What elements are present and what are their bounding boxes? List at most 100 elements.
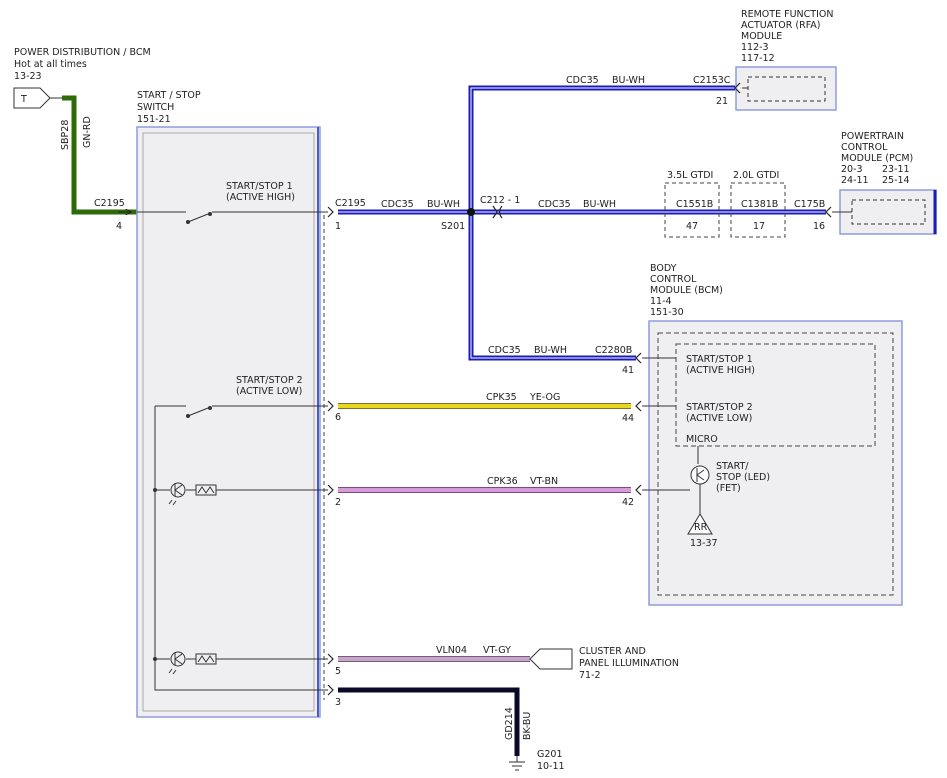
switch-led-2	[155, 651, 328, 675]
inline-connector-c212: C212 - 1	[480, 195, 520, 219]
svg-text:START / STOP: START / STOP	[137, 90, 201, 101]
pcm-option-35l: 3.5L GTDI C1551B 47	[664, 170, 720, 238]
svg-text:151-30: 151-30	[650, 307, 684, 318]
svg-text:(ACTIVE HIGH): (ACTIVE HIGH)	[686, 365, 755, 376]
switch-led-1	[155, 482, 328, 506]
switch-pin-1: 1	[335, 221, 341, 232]
svg-text:(ACTIVE HIGH): (ACTIVE HIGH)	[226, 192, 295, 203]
svg-text:CPK36: CPK36	[487, 476, 518, 487]
rfa-pin-label: 21	[716, 96, 728, 107]
switch-pin-5: 5	[335, 666, 341, 677]
cluster-connector	[529, 648, 573, 670]
wire-sbp28-color: GN-RD	[82, 116, 93, 148]
power-connector-label: C2195	[94, 198, 125, 209]
svg-text:151-21: 151-21	[137, 114, 171, 125]
start-stop-switch-label: START / STOP SWITCH 151-21	[137, 90, 201, 125]
pcm-pin-label: 16	[813, 221, 825, 232]
wire-cdc35-rfa-circuit: CDC35	[566, 75, 599, 86]
svg-text:C212 - 1: C212 - 1	[480, 195, 520, 206]
svg-text:YE-OG: YE-OG	[529, 392, 560, 403]
svg-text:VT-GY: VT-GY	[483, 645, 511, 656]
power-source-label: POWER DISTRIBUTION / BCM Hot at all time…	[14, 47, 151, 82]
wire-cpk35: CPK35 YE-OG	[338, 392, 631, 409]
svg-text:START/STOP 1: START/STOP 1	[226, 181, 293, 192]
wire-cdc35-pcm-circuit: CDC35	[538, 199, 571, 210]
svg-text:(ACTIVE LOW): (ACTIVE LOW)	[686, 413, 752, 424]
wire-cdc35-circuit: CDC35	[381, 199, 414, 210]
ground-label: G201 10-11	[537, 749, 565, 772]
svg-text:47: 47	[686, 221, 698, 232]
svg-text:10-11: 10-11	[537, 761, 565, 772]
svg-text:CLUSTER AND: CLUSTER AND	[579, 646, 646, 657]
svg-text:20-3: 20-3	[841, 164, 863, 175]
svg-text:112-3: 112-3	[741, 42, 769, 53]
svg-text:RR: RR	[694, 522, 708, 533]
svg-text:SWITCH: SWITCH	[137, 102, 174, 113]
svg-text:2.0L GTDI: 2.0L GTDI	[733, 170, 779, 181]
svg-text:START/STOP 2: START/STOP 2	[686, 402, 753, 413]
svg-text:3.5L GTDI: 3.5L GTDI	[667, 170, 713, 181]
pcm-connector-label: C175B	[794, 199, 825, 210]
bcm-pin-42: 42	[622, 497, 634, 508]
svg-text:CONTROL: CONTROL	[841, 142, 888, 153]
svg-text:START/STOP 2: START/STOP 2	[236, 375, 303, 386]
svg-text:T: T	[20, 94, 27, 105]
bcm-micro-label: MICRO	[686, 434, 718, 445]
wire-vln04: VLN04 VT-GY	[338, 645, 530, 662]
svg-text:(FET): (FET)	[716, 483, 741, 494]
svg-text:REMOTE FUNCTION: REMOTE FUNCTION	[741, 9, 833, 20]
switch-internal-ground-bus	[154, 406, 328, 691]
power-terminal: T	[13, 87, 62, 109]
cluster-label: CLUSTER AND PANEL ILLUMINATION 71-2	[579, 646, 679, 681]
svg-text:C1381B: C1381B	[741, 199, 778, 210]
wire-cdc35-bcm-circuit: CDC35	[488, 345, 521, 356]
svg-text:13-23: 13-23	[14, 71, 42, 82]
svg-text:START/: START/	[716, 461, 749, 472]
bcm-pin-41: 41	[622, 365, 634, 376]
switch-pin-6: 6	[335, 412, 341, 423]
svg-text:71-2: 71-2	[579, 670, 601, 681]
switch-pin-3: 3	[335, 697, 341, 708]
svg-text:VLN04: VLN04	[436, 645, 467, 656]
wire-gd214	[338, 687, 520, 756]
svg-text:13-37: 13-37	[690, 538, 718, 549]
bcm-connector-label: C2280B	[595, 345, 632, 356]
rfa-module	[735, 66, 837, 111]
splice-label: S201	[441, 221, 465, 232]
svg-text:START/STOP 1: START/STOP 1	[686, 354, 753, 365]
switch-connector-label: C2195	[335, 198, 366, 209]
wire-cdc35-color: BU-WH	[427, 199, 460, 210]
svg-text:(ACTIVE LOW): (ACTIVE LOW)	[236, 386, 302, 397]
svg-text:STOP (LED): STOP (LED)	[716, 472, 770, 483]
bcm-led-fet: START/ STOP (LED) (FET)	[690, 446, 770, 518]
wire-cdc35	[338, 85, 826, 361]
svg-text:G201: G201	[537, 749, 563, 760]
switch-pin-2: 2	[335, 497, 341, 508]
svg-text:CPK35: CPK35	[486, 392, 517, 403]
bcm-input-2: START/STOP 2 (ACTIVE LOW)	[686, 402, 753, 424]
start-stop-switch-module	[136, 126, 321, 718]
svg-text:POWER DISTRIBUTION / BCM: POWER DISTRIBUTION / BCM	[14, 47, 151, 58]
bcm-micro	[675, 343, 876, 447]
splice-s201	[467, 208, 475, 216]
svg-text:POWERTRAIN: POWERTRAIN	[841, 131, 904, 142]
svg-text:23-11: 23-11	[882, 164, 910, 175]
svg-text:MODULE (BCM): MODULE (BCM)	[650, 285, 723, 296]
bcm-pin-44: 44	[622, 413, 634, 424]
bcm-pin-arrows	[635, 352, 642, 496]
svg-text:CONTROL: CONTROL	[650, 274, 697, 285]
bcm-rr-ground: RR 13-37	[687, 513, 718, 549]
wire-cdc35-bcm-color: BU-WH	[534, 345, 567, 356]
pcm-module	[839, 189, 937, 235]
switch-2: START/STOP 2 (ACTIVE LOW)	[155, 375, 328, 418]
wire-cdc35-rfa-color: BU-WH	[612, 75, 645, 86]
svg-text:MODULE (PCM): MODULE (PCM)	[841, 153, 913, 164]
wire-sbp28	[62, 95, 140, 215]
svg-text:Hot at all times: Hot at all times	[14, 59, 87, 70]
bcm-input-1: START/STOP 1 (ACTIVE HIGH)	[686, 354, 755, 376]
svg-text:24-11: 24-11	[841, 175, 869, 186]
svg-text:VT-BN: VT-BN	[530, 476, 558, 487]
svg-text:BODY: BODY	[650, 263, 677, 274]
svg-text:25-14: 25-14	[882, 175, 910, 186]
